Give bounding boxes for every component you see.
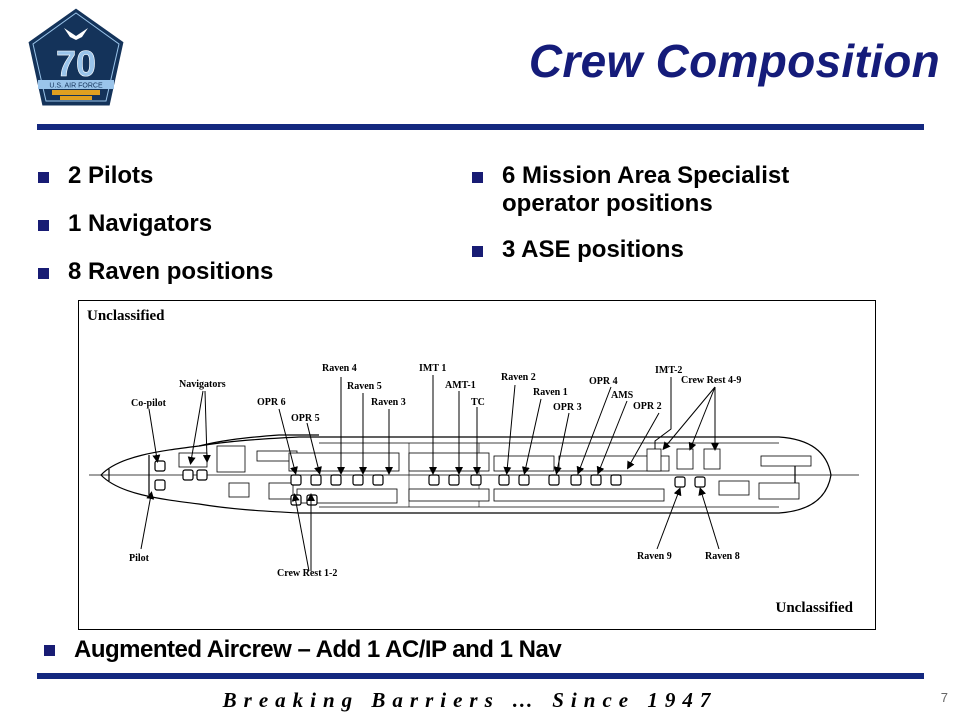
fuselage-outline xyxy=(89,434,859,514)
label-opr6: OPR 6 xyxy=(257,397,286,408)
label-amt1: AMT-1 xyxy=(445,380,476,391)
classification-top: Unclassified xyxy=(87,308,165,324)
label-raven1: Raven 1 xyxy=(533,387,568,398)
wings-icon xyxy=(64,28,88,40)
label-ams: AMS xyxy=(611,390,634,401)
label-raven8: Raven 8 xyxy=(705,551,740,562)
label-tc: TC xyxy=(471,397,485,408)
bullet-text: 8 Raven positions xyxy=(68,258,274,285)
label-raven4: Raven 4 xyxy=(322,363,357,374)
label-copilot: Co-pilot xyxy=(131,398,167,409)
logo-number: 70 xyxy=(56,43,96,84)
page-number: 7 xyxy=(940,690,948,705)
bullet-item: 3 ASE positions xyxy=(472,236,892,264)
bullet-square-icon xyxy=(38,220,49,231)
bullet-item: 8 Raven positions xyxy=(38,258,273,286)
bullet-item: 6 Mission Area Specialist operator posit… xyxy=(472,162,842,218)
page-title: Crew Composition xyxy=(528,35,940,87)
bullet-text: Augmented Aircrew – Add 1 AC/IP and 1 Na… xyxy=(74,636,562,663)
bullet-item: 1 Navigators xyxy=(38,210,273,238)
bullet-square-icon xyxy=(38,172,49,183)
classification-bottom: Unclassified xyxy=(775,600,853,616)
bullet-text: 3 ASE positions xyxy=(502,236,684,263)
aircraft-crew-layout-diagram: Unclassified Unclassified xyxy=(78,300,876,630)
label-crew-rest-4-9: Crew Rest 4-9 xyxy=(681,375,741,386)
label-navigators: Navigators xyxy=(179,379,226,390)
label-raven9: Raven 9 xyxy=(637,551,672,562)
bullet-list-right: 6 Mission Area Specialist operator posit… xyxy=(472,162,892,282)
bullet-text: 2 Pilots xyxy=(68,162,154,189)
label-imt1: IMT 1 xyxy=(419,363,446,374)
label-raven5: Raven 5 xyxy=(347,381,382,392)
label-imt2: IMT-2 xyxy=(655,365,682,376)
augmented-aircrew-bullet: Augmented Aircrew – Add 1 AC/IP and 1 Na… xyxy=(44,636,562,664)
aircraft-floorplan: Co-pilot Navigators Pilot OPR 6 OPR 5 Ra… xyxy=(89,363,859,579)
label-pilot: Pilot xyxy=(129,553,150,564)
label-opr3: OPR 3 xyxy=(553,402,582,413)
us-air-force-70th-logo: 70 U.S. AIR FORCE xyxy=(24,6,128,114)
bullet-square-icon xyxy=(472,172,483,183)
bullet-item: 2 Pilots xyxy=(38,162,273,190)
bullet-text: 1 Navigators xyxy=(68,210,213,237)
label-crew-rest-1-2: Crew Rest 1-2 xyxy=(277,568,337,579)
footer-divider xyxy=(37,673,924,679)
footer-tagline: Breaking Barriers … Since 1947 xyxy=(222,688,718,712)
bullet-square-icon xyxy=(44,645,55,656)
equipment-racks xyxy=(178,445,812,504)
label-opr5: OPR 5 xyxy=(291,413,320,424)
bullet-list-left: 2 Pilots 1 Navigators 8 Raven positions xyxy=(38,162,273,306)
seats xyxy=(154,460,706,506)
label-opr2: OPR 2 xyxy=(633,401,662,412)
leader-lines xyxy=(140,375,720,572)
bullet-square-icon xyxy=(38,268,49,279)
bullet-square-icon xyxy=(472,246,483,257)
bullet-text: 6 Mission Area Specialist operator posit… xyxy=(502,162,790,217)
label-raven2: Raven 2 xyxy=(501,372,536,383)
header-divider xyxy=(37,124,924,130)
logo-banner: U.S. AIR FORCE xyxy=(49,83,103,90)
label-raven3: Raven 3 xyxy=(371,397,406,408)
label-opr4: OPR 4 xyxy=(589,376,618,387)
